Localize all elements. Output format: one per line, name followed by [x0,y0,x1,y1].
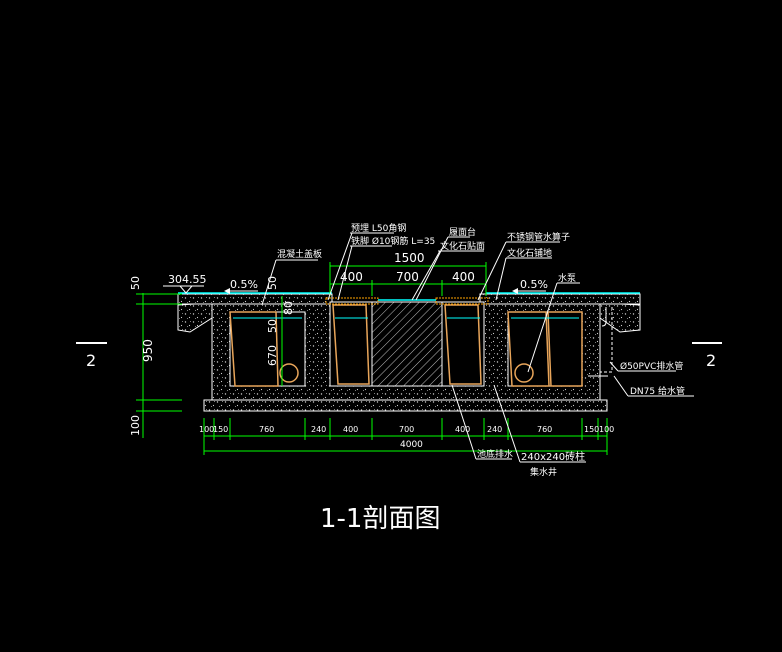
dim-bottom-total: 4000 [400,440,423,450]
base-slab [203,399,608,412]
label-drain-pipe: Ø50PVC排水管 [620,360,683,372]
label-concrete-slab: 混凝土盖板 [277,248,322,260]
dim-bottom-seg-3: 240 [311,425,326,434]
section-mark-left: 2 [76,342,107,370]
dimension-inner: 50 80 50 670 [266,276,295,386]
label-stainless-grate: 不锈钢管水算子 [507,231,570,243]
dim-inner-50-top: 50 [266,276,279,290]
label-embed-angle: 预埋 L50角钢 [351,222,406,234]
label-water-pump: 水泵 [558,272,576,284]
elevation-marker: 304.55 [163,273,207,294]
dimension-left: 50 950 100 [129,276,182,438]
dim-bottom-seg-10: 100 [599,425,614,434]
dimension-bottom: 4000 100 150 760 240 400 700 400 240 760… [199,418,614,455]
label-fill-pipe: DN75 给水管 [630,385,685,397]
dim-bottom-seg-4: 400 [343,425,358,434]
drawing-title: 1-1剖面图 [320,504,440,534]
chamber-inner-right [441,301,485,387]
label-sump: 集水井 [530,466,557,478]
label-pool-bottom: 池底排水 [477,448,513,460]
dim-inner-670: 670 [266,345,279,366]
dim-left-50: 50 [129,276,142,290]
label-culture-stone-top: 文化石贴面 [440,240,485,252]
dim-left-100: 100 [129,415,142,436]
dimension-top: 1500 400 700 400 [329,251,487,296]
slope-right: 0.5% [512,278,548,294]
dim-inner-50: 50 [266,319,279,333]
elevation-label: 304.55 [168,273,207,286]
dim-top-400-left: 400 [340,270,363,284]
label-culture-stone-paving: 文化石铺地 [507,247,552,259]
leader-lines [261,232,694,463]
slope-right-label: 0.5% [520,278,548,291]
dim-top-700: 700 [396,270,419,284]
label-cap-stone: 履面台 [449,226,476,238]
paving-layer [177,292,641,305]
chamber-left [229,311,306,387]
drain-pipe [588,307,613,377]
section-mark-right: 2 [692,342,722,370]
dim-bottom-seg-0: 100 [199,425,214,434]
label-column: 240x240砖柱 [521,450,585,463]
dim-bottom-seg-9: 150 [584,425,599,434]
slope-left: 0.5% [224,278,258,294]
slope-left-label: 0.5% [230,278,258,291]
section-mark-right-label: 2 [706,351,716,370]
dim-inner-80: 80 [282,301,295,315]
label-anchor-bar: 铁脚 Ø10钢筋 L=35 [351,235,435,247]
center-column [371,301,443,387]
dim-bottom-seg-5: 700 [399,425,414,434]
cap-stones [325,297,489,305]
dim-bottom-seg-1: 150 [213,425,228,434]
chamber-inner-left [329,301,373,387]
dim-bottom-seg-8: 760 [537,425,552,434]
dim-top-400-right: 400 [452,270,475,284]
dim-bottom-seg-6: 400 [455,425,470,434]
dim-top-total: 1500 [394,251,425,265]
dim-bottom-seg-2: 760 [259,425,274,434]
chamber-right [507,311,583,387]
dim-bottom-seg-7: 240 [487,425,502,434]
section-mark-left-label: 2 [86,351,96,370]
dim-left-950: 950 [141,339,155,362]
